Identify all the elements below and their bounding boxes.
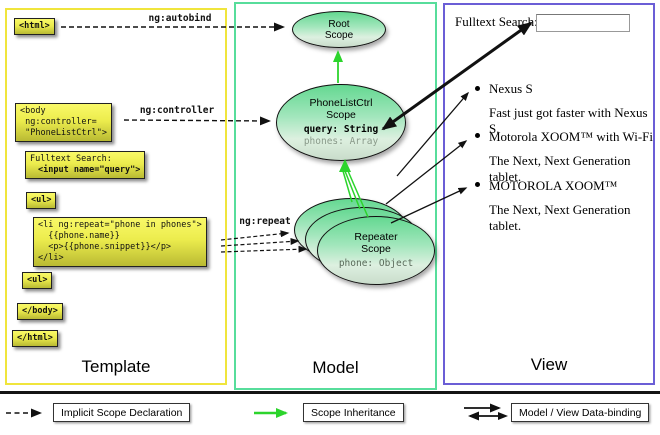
root-scope-ellipse: Root Scope	[292, 11, 386, 48]
bullet-icon	[475, 86, 480, 91]
ng-repeat-label: ng:repeat	[239, 216, 291, 227]
body-open-tag-box: <body ng:controller= "PhoneListCtrl">	[15, 103, 112, 142]
model-section: Model	[234, 2, 437, 390]
li-repeat-code-box: <li ng:repeat="phone in phones"> {{phone…	[33, 217, 207, 267]
view-item-title: Nexus S	[489, 81, 533, 96]
legend-model-view-binding: Model / View Data-binding	[511, 403, 650, 422]
legend-binding-arrowhead	[498, 412, 508, 420]
ng-controller-label: ng:controller	[139, 105, 215, 116]
legend-implicit-scope: Implicit Scope Declaration	[53, 403, 191, 422]
input-code-line: <input name="query">	[38, 165, 141, 175]
phonelistctrl-scope-ellipse: PhoneListCtrl Scope query: String phones…	[276, 84, 406, 161]
phone-property: phone: Object	[338, 258, 414, 269]
view-item-desc: The Next, Next Generation tablet.	[489, 202, 631, 233]
legend-separator-line	[0, 391, 660, 395]
fulltext-search-input[interactable]	[536, 14, 630, 32]
query-property: query: String	[303, 124, 379, 135]
html-close-tag-box: </html>	[12, 330, 58, 347]
view-item-title: Motorola XOOM™ with Wi-Fi	[489, 129, 654, 144]
fulltext-code-label: Fulltext Search:	[30, 154, 112, 164]
model-section-label: Model	[312, 358, 359, 377]
view-item-title: MOTOROLA XOOM™	[489, 178, 618, 193]
view-item-desc: The Next, Next Generation tablet.	[489, 153, 631, 184]
phonelistctrl-scope-title: PhoneListCtrl Scope	[309, 97, 373, 121]
bullet-icon	[475, 133, 480, 138]
html-open-tag-box: <html>	[14, 18, 55, 35]
ul-open-tag-box: <ul>	[26, 192, 57, 209]
phones-property: phones: Array	[303, 136, 379, 147]
repeater-scope-front-ellipse: Repeater Scope phone: Object	[317, 216, 435, 285]
view-search-label: Fulltext Search:	[455, 14, 538, 29]
template-section-label: Template	[81, 357, 151, 376]
ng-autobind-label: ng:autobind	[148, 13, 212, 24]
view-section-label: View	[530, 355, 568, 374]
repeater-scope-title: Repeater Scope	[354, 231, 398, 255]
view-section: View	[443, 3, 655, 385]
root-scope-title: Root Scope	[324, 18, 354, 41]
ul-second-tag-box: <ul>	[22, 272, 53, 289]
legend-scope-inheritance: Scope Inheritance	[303, 403, 404, 422]
bullet-icon	[475, 182, 480, 187]
body-close-tag-box: </body>	[17, 303, 63, 320]
fulltext-search-code-box: Fulltext Search:<input name="query">	[25, 151, 146, 179]
